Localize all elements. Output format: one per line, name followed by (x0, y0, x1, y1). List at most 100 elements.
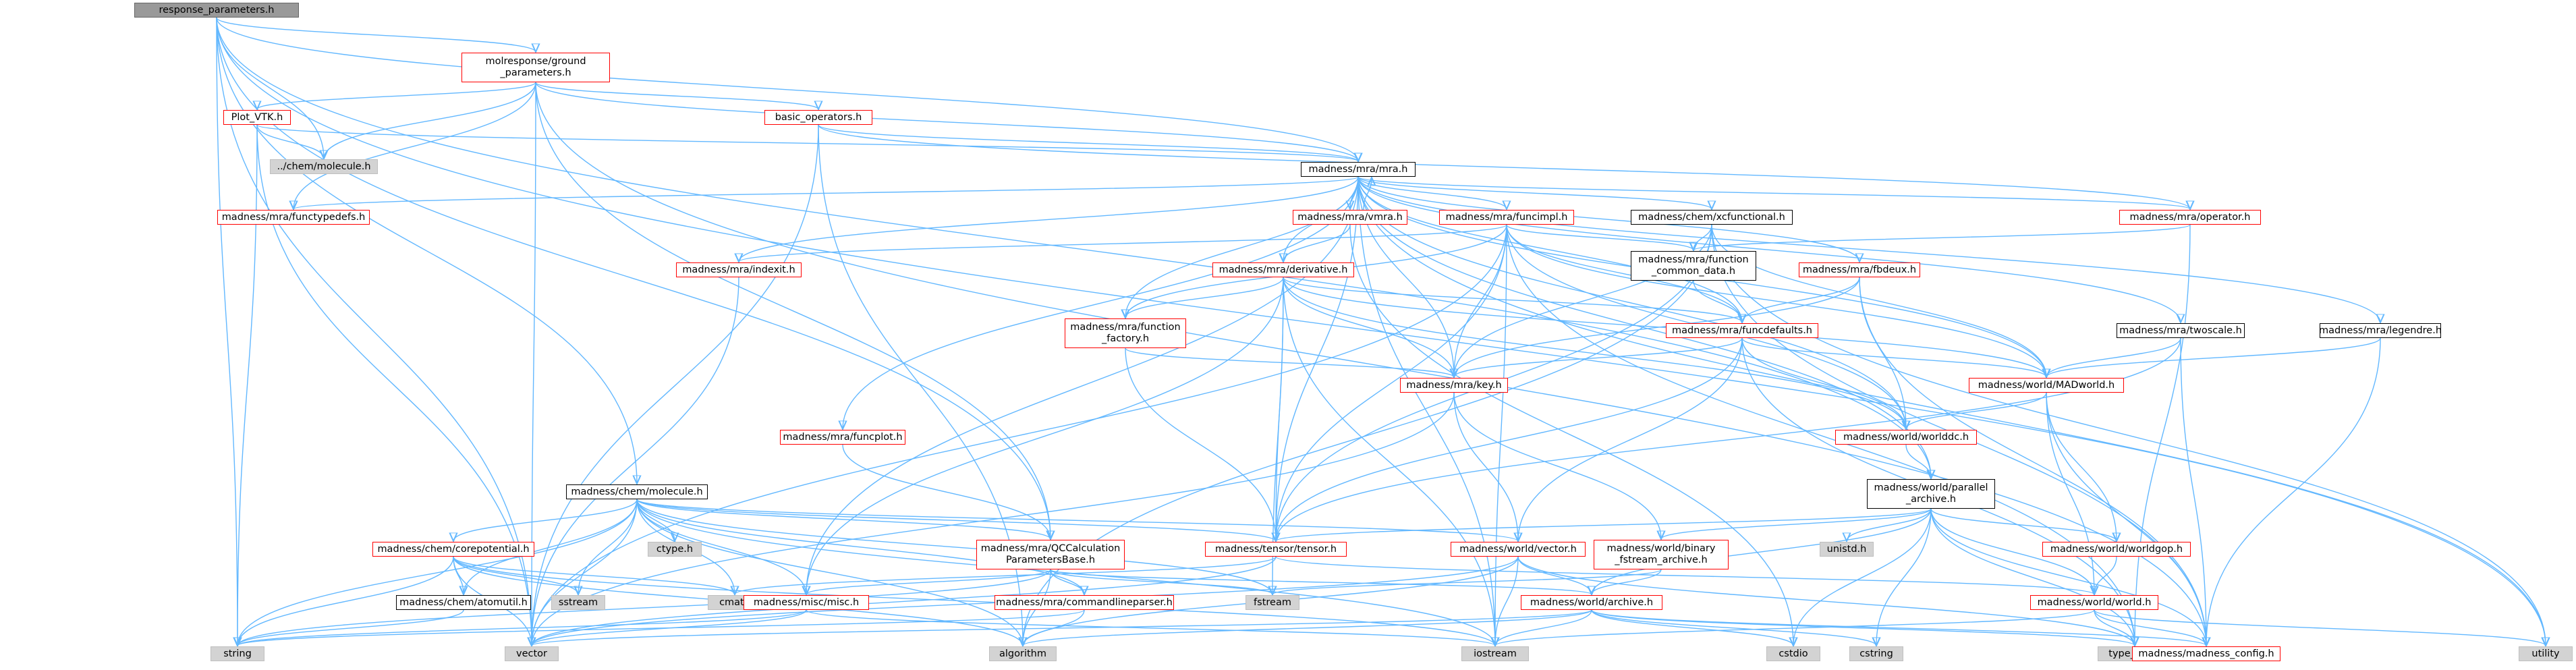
edge-mra_funcdefaults-to-mra_key (1454, 337, 1743, 377)
edge-mra_funcdefaults-to-tensor_tensor (1276, 337, 1743, 541)
node-chem_xcfunctional[interactable]: madness/chem/xcfunctional.h (1631, 210, 1793, 225)
edge-world_parallel_archive-to-cstdio (1793, 508, 1932, 646)
edge-mra_funcdefaults-to-world_vector (1518, 337, 1743, 541)
edge-mra_mra-to-mra_fbdeux (1357, 176, 1859, 262)
node-chem_atomutil[interactable]: madness/chem/atomutil.h (396, 595, 531, 610)
node-mra_funcdefaults[interactable]: madness/mra/funcdefaults.h (1666, 323, 1818, 338)
edge-mra_fbdeux-to-mra_key (1454, 277, 1860, 377)
node-world_parallel_archive[interactable]: madness/world/parallel _archive.h (1867, 479, 1995, 509)
edge-chem_molecule-to-sstream (578, 499, 638, 594)
node-mra_derivative[interactable]: madness/mra/derivative.h (1212, 262, 1354, 277)
edge-chem_molecule-to-chem_atomutil (464, 499, 638, 594)
node-basic_operators[interactable]: basic_operators.h (764, 110, 872, 125)
edge-mra_funcplot-to-mra_qccalc (842, 444, 1051, 539)
edge-mra_twoscale-to-world_madworld (2046, 337, 2181, 377)
node-mra_funcimpl[interactable]: madness/mra/funcimpl.h (1439, 210, 1574, 225)
node-mra_operator[interactable]: madness/mra/operator.h (2119, 210, 2261, 225)
edge-mra_vmra-to-mra_derivative (1283, 224, 1351, 262)
edge-mra_funcdefaults-to-world_madworld (1741, 337, 2046, 377)
edge-mra_qccalc-to-mra_commandlineparser (1050, 569, 1084, 594)
edge-mra_funcdefaults-to-world_worlddc (1741, 337, 1906, 429)
edge-world_madworld-to-world_world (2046, 392, 2094, 594)
node-chem_corepotential[interactable]: madness/chem/corepotential.h (372, 542, 534, 557)
node-mra_qccalc[interactable]: madness/mra/QCCalculation ParametersBase… (976, 540, 1125, 569)
edge-chem_molecule-to-mra_commandlineparser (636, 499, 1084, 594)
edge-world_parallel_archive-to-world_archive (1592, 508, 1932, 594)
edge-mra_mra-to-world_worlddc (1357, 176, 1906, 429)
node-algorithm: algorithm (989, 646, 1057, 661)
edge-chem_molecule-to-string (237, 499, 638, 646)
edge-mra_mra-to-mra_indexit (739, 176, 1359, 262)
edge-world_parallel_archive-to-world_worldgop (1930, 508, 2117, 541)
edge-mra_fbdeux-to-mra_funcdefaults (1742, 277, 1860, 323)
edge-tensor_tensor-to-cmath (735, 556, 1277, 594)
edge-world_world-to-utility (2094, 609, 2546, 646)
node-world_worldgop[interactable]: madness/world/worldgop.h (2042, 542, 2191, 557)
node-mra_functypedefs[interactable]: madness/mra/functypedefs.h (217, 210, 370, 225)
node-mra_vmra[interactable]: madness/mra/vmra.h (1293, 210, 1407, 225)
edge-chem_xcfunctional-to-world_madworld (1711, 224, 2046, 377)
node-iostream: iostream (1461, 646, 1529, 661)
node-fstream: fstream (1245, 595, 1299, 610)
node-response_parameters[interactable]: response_parameters.h (134, 3, 299, 18)
node-ctype: ctype.h (648, 542, 702, 557)
edge-molresponse_ground-to-vector (532, 82, 536, 646)
node-mra_indexit[interactable]: madness/mra/indexit.h (676, 262, 802, 277)
node-mra_twoscale[interactable]: madness/mra/twoscale.h (2117, 323, 2245, 338)
node-world_vector[interactable]: madness/world/vector.h (1451, 542, 1586, 557)
node-cstdio: cstdio (1766, 646, 1820, 661)
edge-mra_funcimpl-to-mra_function_common_data (1506, 224, 1693, 250)
edge-mra_mra-to-mra_funcdefaults (1357, 176, 1742, 323)
edge-mra_qccalc-to-string (237, 569, 1051, 646)
node-mra_mra[interactable]: madness/mra/mra.h (1301, 162, 1416, 177)
node-mra_function_factory[interactable]: madness/mra/function _factory.h (1065, 318, 1186, 348)
node-madness_config[interactable]: madness/madness_config.h (2132, 646, 2280, 661)
edge-molresponse_ground-to-mra_qccalc (535, 82, 1051, 539)
edge-mra_legendre-to-world_madworld (2046, 337, 2381, 377)
node-mra_legendre[interactable]: madness/mra/legendre.h (2319, 323, 2442, 338)
node-misc_misc[interactable]: madness/misc/misc.h (744, 595, 869, 610)
edge-plot_vtk-to-chem_molecule_rel (256, 124, 324, 159)
edge-misc_misc-to-iostream (806, 609, 1495, 646)
node-mra_commandlineparser[interactable]: madness/mra/commandlineparser.h (995, 595, 1174, 610)
node-world_madworld[interactable]: madness/world/MADworld.h (1969, 378, 2124, 393)
edge-world_archive-to-cstdio (1591, 609, 1793, 646)
edge-chem_molecule-to-vector (532, 499, 638, 646)
edge-mra_key-to-world_binary_fstream (1453, 392, 1661, 539)
edge-world_archive-to-cstring (1591, 609, 1876, 646)
node-mra_function_common_data[interactable]: madness/mra/function _common_data.h (1631, 251, 1756, 281)
edge-molresponse_ground-to-mra_mra (535, 82, 1358, 161)
node-vector: vector (505, 646, 559, 661)
edge-chem_corepotential-to-iostream (453, 556, 1495, 646)
node-plot_vtk[interactable]: Plot_VTK.h (223, 110, 291, 125)
edge-chem_molecule-to-fstream (636, 499, 1272, 594)
edge-mra_mra-to-mra_operator (1357, 176, 2190, 209)
edge-world_archive-to-type_traits (1591, 609, 2135, 646)
node-world_binary_fstream[interactable]: madness/world/binary _fstream_archive.h (1594, 540, 1729, 569)
edge-response_parameters-to-mra_qccalc (216, 17, 1051, 539)
edge-world_vector-to-iostream (1495, 556, 1519, 646)
node-world_worlddc[interactable]: madness/world/worlddc.h (1835, 430, 1977, 445)
edge-mra_qccalc-to-world_archive (1050, 569, 1592, 594)
node-world_archive[interactable]: madness/world/archive.h (1521, 595, 1662, 610)
edge-mra_funcimpl-to-vector (532, 224, 1507, 646)
edge-mra_commandlineparser-to-string (237, 609, 1085, 646)
node-chem_molecule[interactable]: madness/chem/molecule.h (566, 484, 708, 499)
node-mra_fbdeux[interactable]: madness/mra/fbdeux.h (1799, 262, 1920, 277)
node-mra_funcplot[interactable]: madness/mra/funcplot.h (780, 430, 905, 445)
edge-mra_mra-to-mra_legendre (1357, 176, 2380, 323)
edge-response_parameters-to-chem_molecule (216, 17, 637, 484)
edge-response_parameters-to-molresponse_ground (216, 17, 536, 52)
node-world_world[interactable]: madness/world/world.h (2030, 595, 2158, 610)
edge-plot_vtk-to-string (237, 124, 258, 646)
node-molresponse_ground[interactable]: molresponse/ground _parameters.h (461, 53, 610, 82)
node-tensor_tensor[interactable]: madness/tensor/tensor.h (1205, 542, 1347, 557)
edge-plot_vtk-to-mra_mra (256, 124, 1358, 161)
edge-mra_twoscale-to-tensor_tensor (1276, 337, 2181, 541)
edge-mra_derivative-to-world_worlddc (1283, 277, 1906, 429)
node-mra_key[interactable]: madness/mra/key.h (1400, 378, 1508, 393)
edge-mra_mra-to-mra_key (1357, 176, 1454, 377)
node-cstring: cstring (1849, 646, 1903, 661)
edge-chem_molecule-to-chem_corepotential (453, 499, 638, 541)
